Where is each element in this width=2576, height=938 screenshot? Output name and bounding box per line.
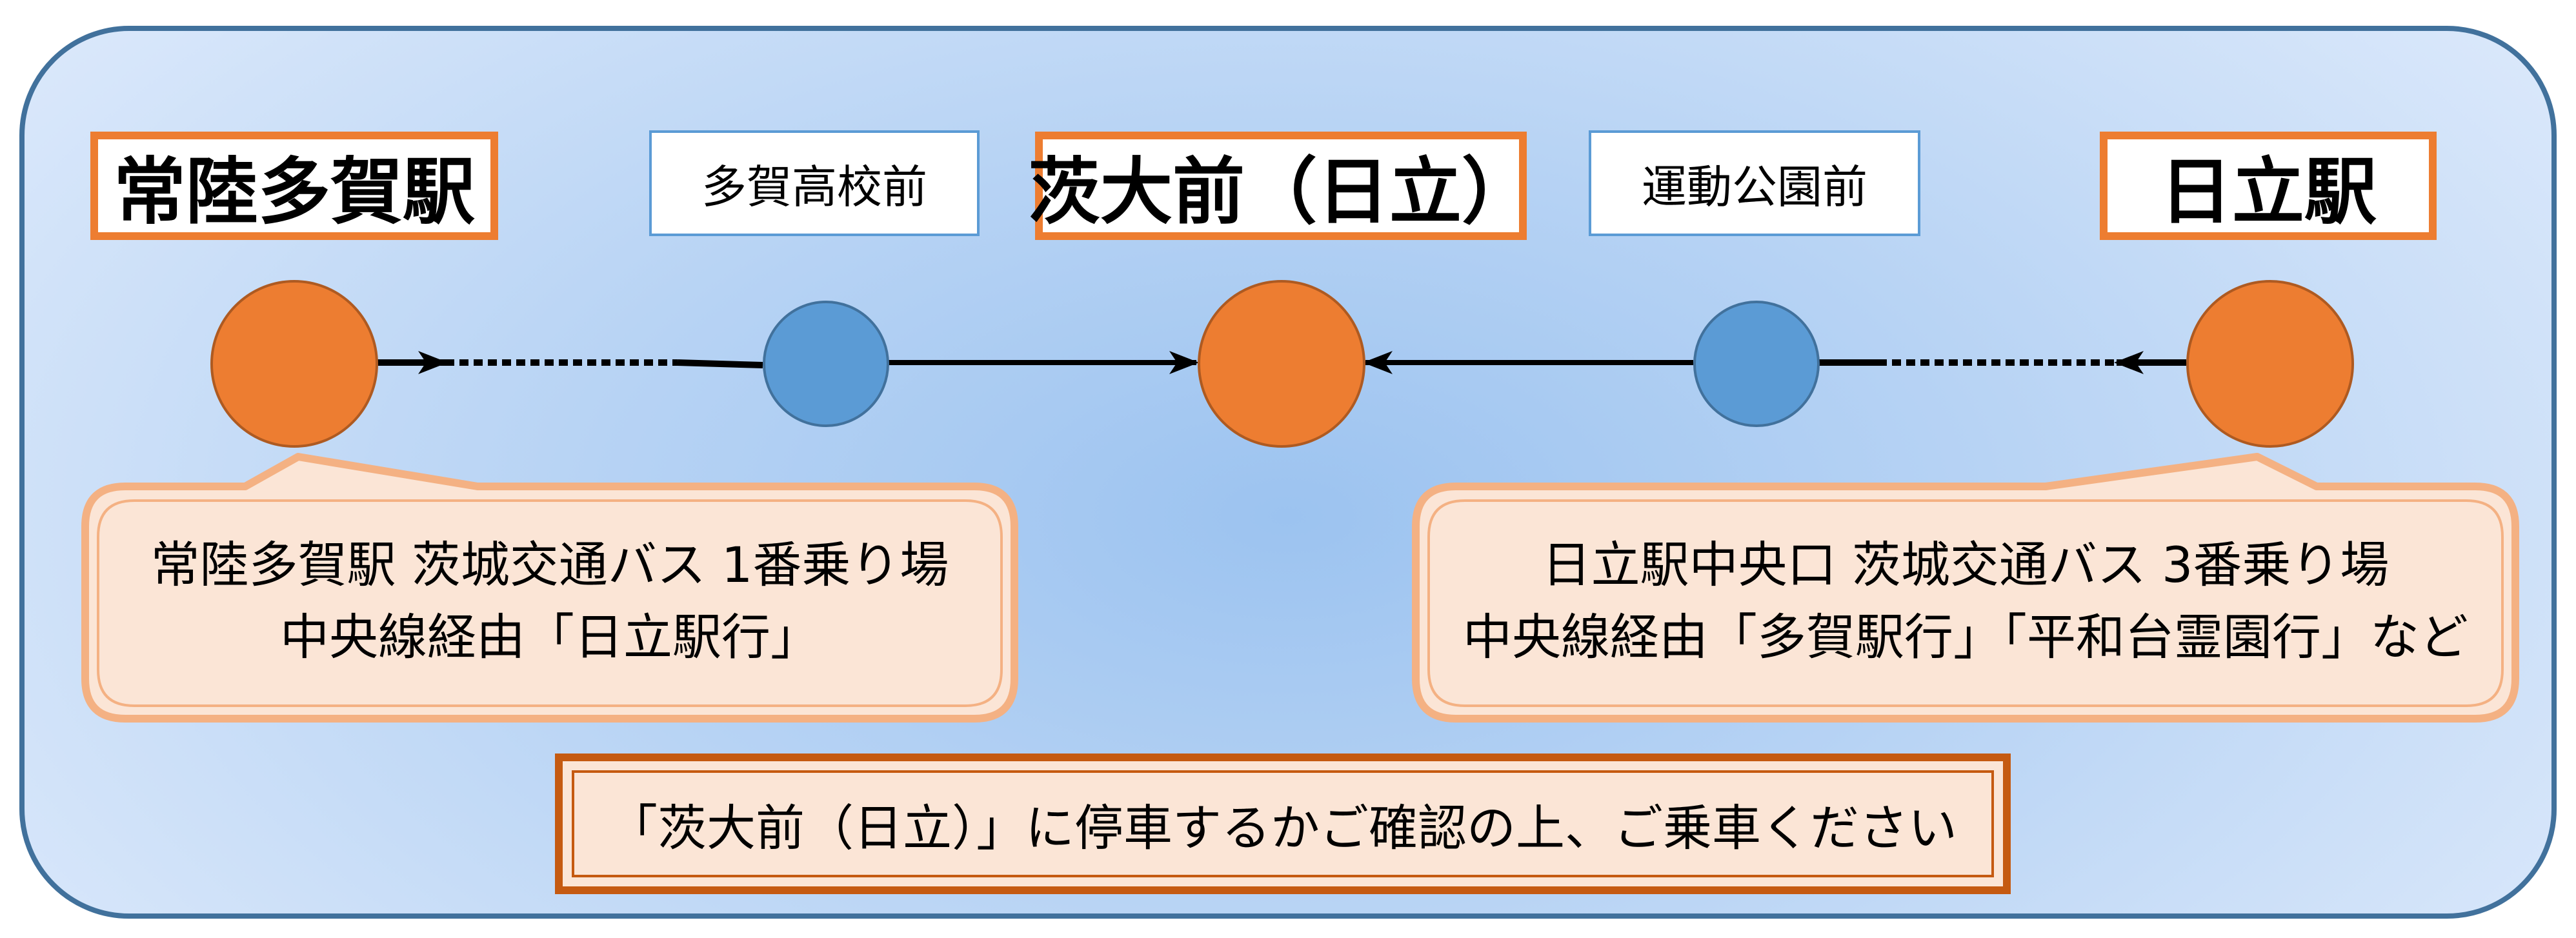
- callout-left-text: 常陸多賀駅 茨城交通バス 1番乗り場 中央線経由「日立駅行」: [98, 529, 1001, 674]
- station-label-idai-mae: 茨大前（日立）: [1028, 132, 1534, 240]
- station-name: 常陸多賀駅: [114, 150, 475, 234]
- station-label-hitachi-taga: 常陸多賀駅: [90, 132, 498, 240]
- callout-left-line2: 中央線経由「日立駅行」: [280, 608, 820, 666]
- station-label-taga-koko-mae: 多賀高校前: [649, 130, 980, 236]
- notice-text: 「茨大前（日立）」に停車するかご確認の上、ご乗車ください: [609, 799, 1957, 857]
- station-node-hitachi-taga: [210, 280, 378, 448]
- station-label-hitachi: 日立駅: [2100, 132, 2437, 240]
- station-name: 多賀高校前: [701, 160, 927, 214]
- station-name: 茨大前（日立）: [1028, 150, 1534, 234]
- station-name: 運動公園前: [1642, 160, 1867, 214]
- station-node-idai-mae: [1198, 280, 1365, 448]
- notice-frame: 「茨大前（日立）」に停車するかご確認の上、ご乗車ください: [572, 770, 1994, 877]
- callout-right-line2: 中央線経由「多賀駅行」「平和台霊園行」など: [1463, 608, 2468, 666]
- callout-right-text: 日立駅中央口 茨城交通バス 3番乗り場 中央線経由「多賀駅行」「平和台霊園行」な…: [1429, 529, 2502, 674]
- route-solid-left: [677, 359, 763, 368]
- station-node-undo-koen-mae: [1693, 301, 1820, 427]
- callout-right-line1: 日立駅中央口 茨城交通バス 3番乗り場: [1542, 536, 2390, 594]
- callout-right: [1412, 453, 2519, 723]
- station-node-hitachi: [2186, 280, 2354, 448]
- station-name: 日立駅: [2160, 150, 2377, 234]
- station-node-taga-koko-mae: [763, 301, 889, 427]
- route-line: [377, 351, 2186, 374]
- station-label-undo-koen-mae: 運動公園前: [1589, 130, 1920, 236]
- notice-box: 「茨大前（日立）」に停車するかご確認の上、ご乗車ください: [555, 753, 2011, 894]
- callout-left: [81, 453, 1018, 723]
- callout-left-line1: 常陸多賀駅 茨城交通バス 1番乗り場: [150, 536, 949, 594]
